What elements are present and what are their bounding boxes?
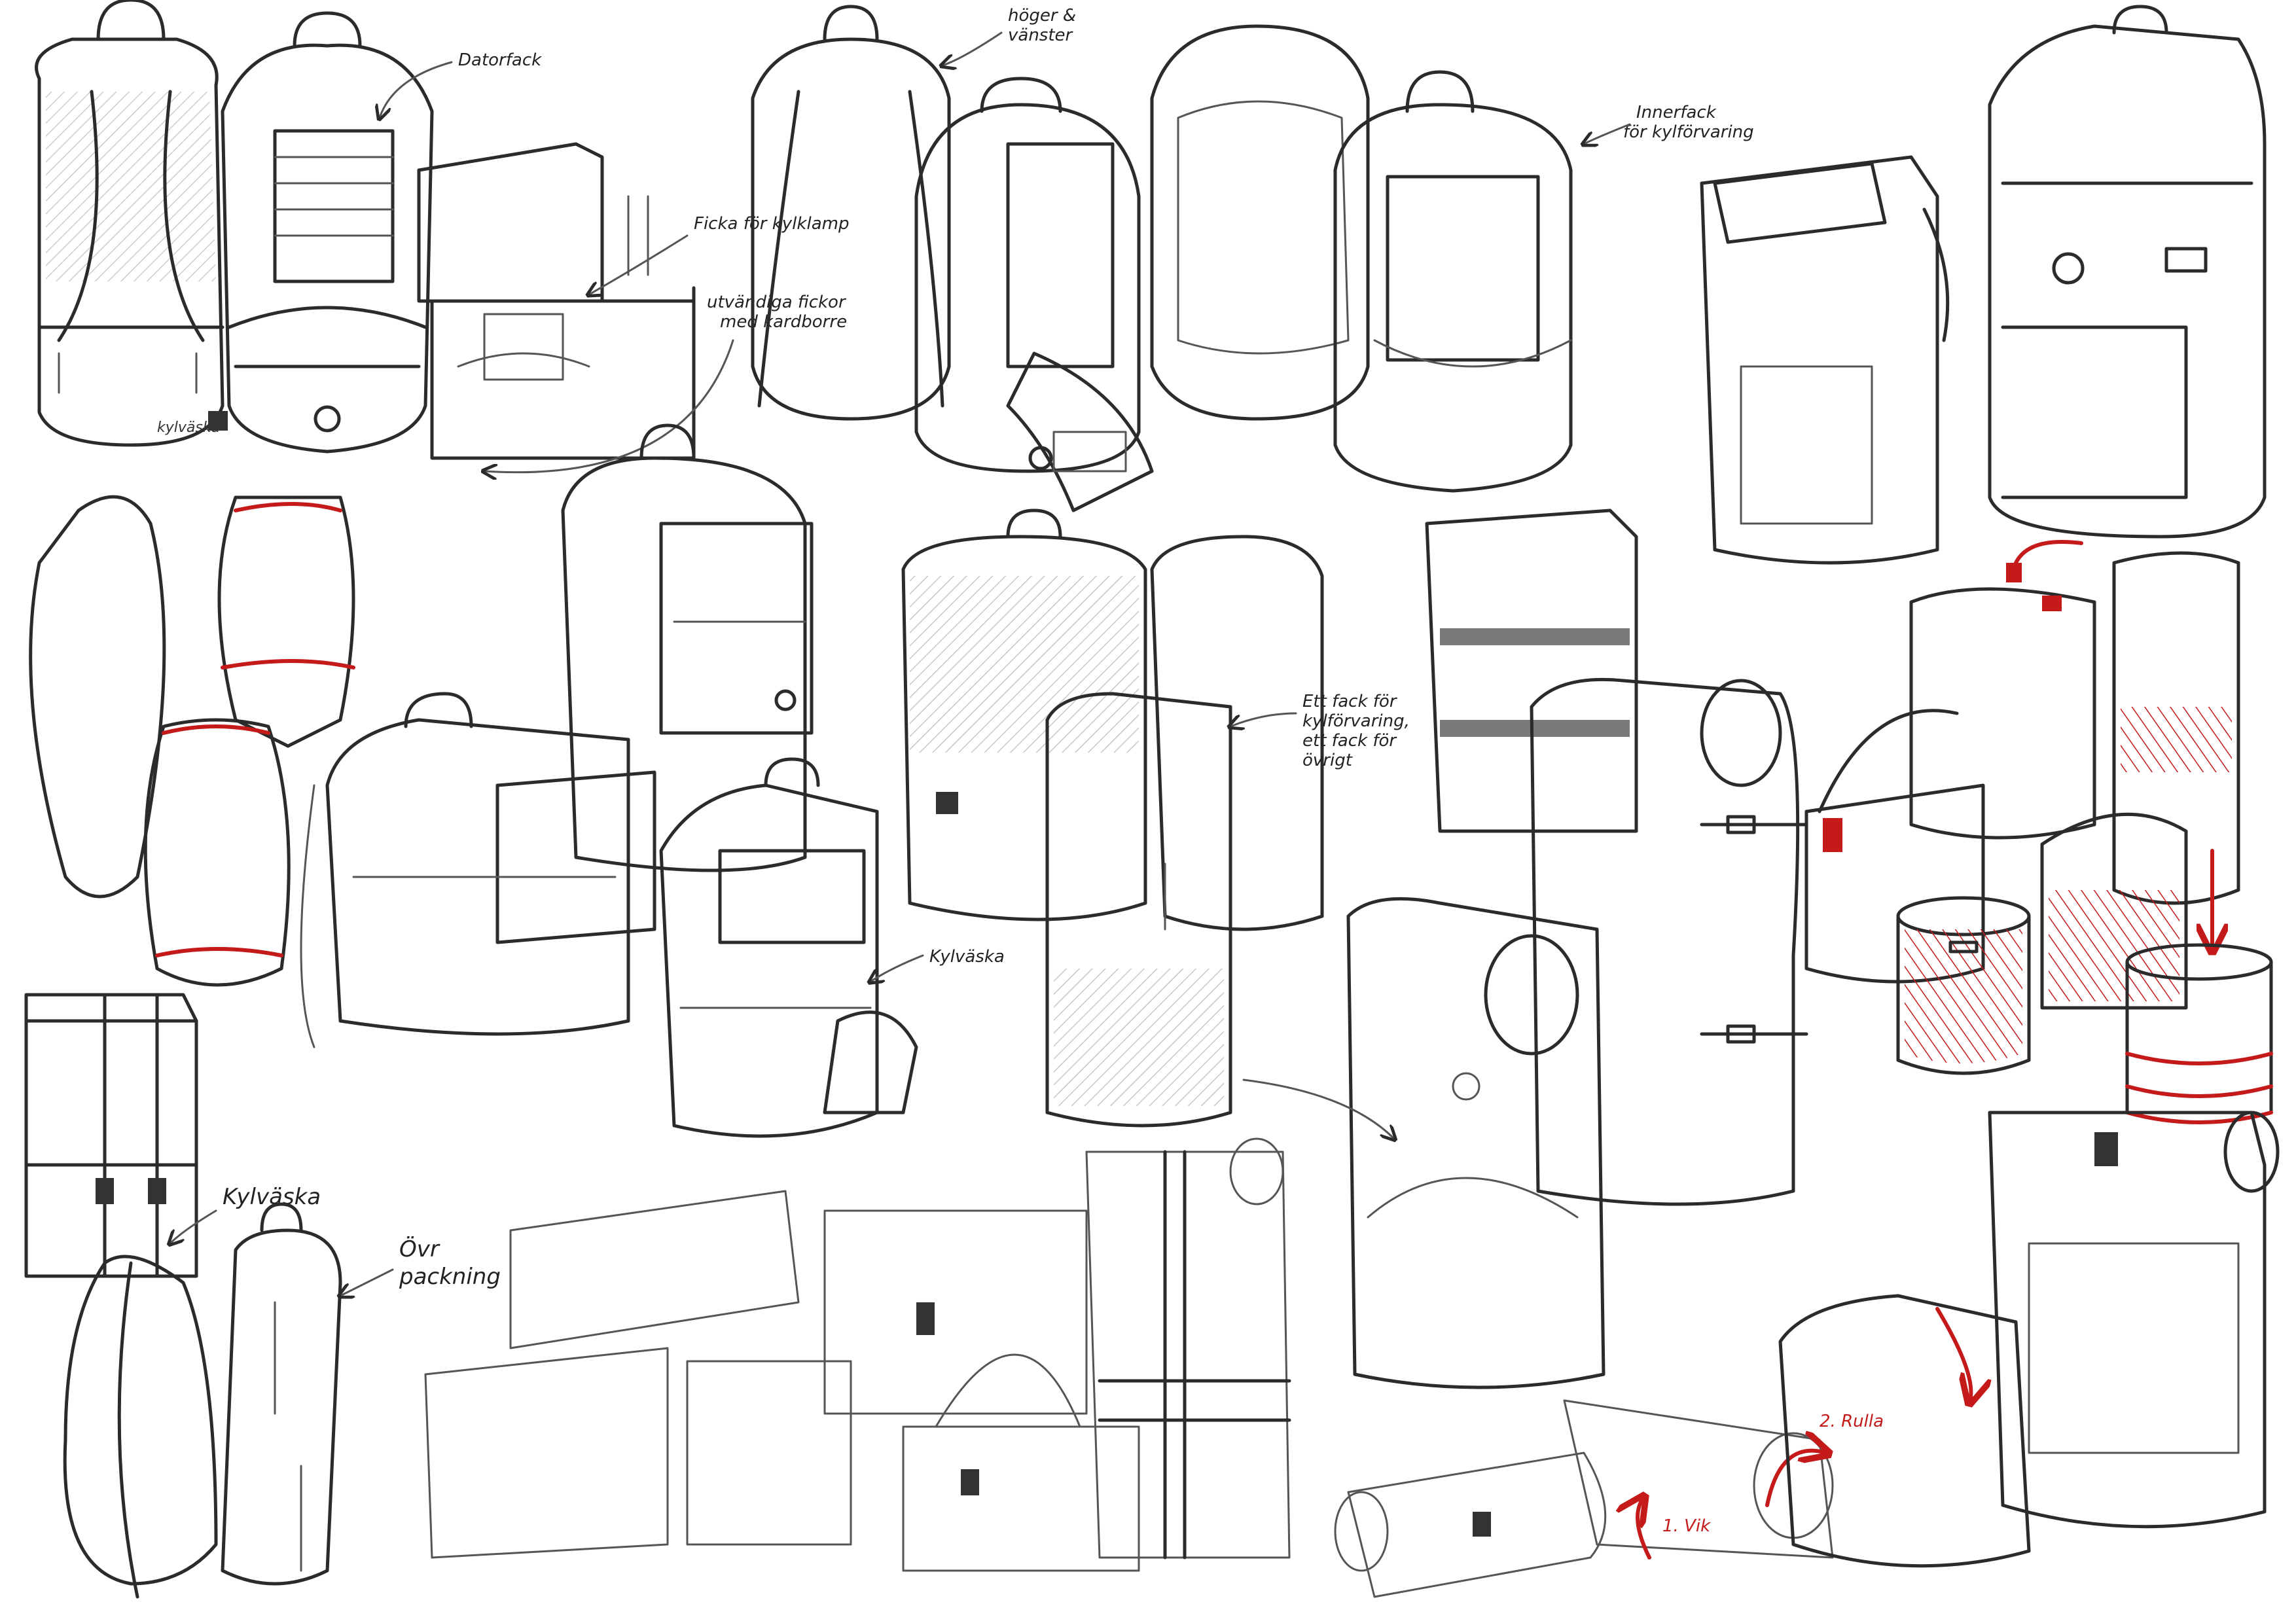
pod-bag-red-2-sketch bbox=[143, 718, 291, 987]
arrow-sides bbox=[942, 31, 1003, 65]
arrow-compartments bbox=[1230, 712, 1297, 726]
note-outer-pockets-2: med kardborre bbox=[720, 312, 847, 332]
box-bag-strap-sketch bbox=[24, 993, 198, 1278]
open-box-backpack-sketch bbox=[300, 692, 656, 1048]
arrow-cooler-left bbox=[170, 1209, 217, 1243]
cylinder-cooler-red-fill-sketch bbox=[1896, 896, 2031, 1075]
roll-demo-left-sketch bbox=[1334, 1452, 1607, 1598]
arrow-drawstring bbox=[1242, 1079, 1394, 1139]
box-bag-handle-sketch bbox=[823, 1209, 1140, 1572]
note-step-roll: 2. Rulla bbox=[1820, 1412, 1884, 1431]
note-compartments-1: Ett fack för bbox=[1302, 692, 1398, 711]
tall-bag-open-top-sketch bbox=[1700, 155, 1950, 565]
tall-backpack-buckle-sketch bbox=[1988, 5, 2267, 539]
backpack-inner-cooler-sketch bbox=[1150, 24, 1370, 421]
note-cooler-bag-mid: Kylväska bbox=[929, 947, 1005, 967]
arrow-cooler-mid bbox=[870, 954, 924, 982]
note-packing-1: Övr bbox=[399, 1236, 440, 1262]
roll-top-backpack-bottom-right-sketch bbox=[1988, 1111, 2280, 1529]
note-inner-2: för kylförvaring bbox=[1623, 122, 1754, 142]
note-outer-pockets-1: utvändiga fickor bbox=[707, 293, 847, 312]
pod-bag-shape-sketch bbox=[29, 495, 166, 899]
cylinder-cooler-red-stripe-sketch bbox=[2112, 551, 2240, 905]
note-compartments-2: kylförvaring, bbox=[1302, 711, 1410, 731]
note-sides-1: höger & bbox=[1008, 6, 1076, 26]
open-cooler-box-sketch bbox=[417, 142, 696, 460]
slim-backpack-1-sketch bbox=[63, 1255, 218, 1599]
arrow-inner bbox=[1584, 123, 1631, 144]
note-step-fold: 1. Vik bbox=[1662, 1516, 1711, 1536]
note-inner-1: Innerfack bbox=[1636, 103, 1717, 122]
fold-demo-backpack-sketch bbox=[1778, 1294, 2031, 1568]
note-laptop-compartment: Datorfack bbox=[458, 50, 542, 70]
arrow-laptop bbox=[380, 61, 453, 118]
note-compartments-4: övrigt bbox=[1302, 751, 1353, 770]
note-packing-2: packning bbox=[399, 1264, 501, 1290]
qr-code-icon-2 bbox=[936, 792, 958, 814]
backpack-open-flap-sketch bbox=[914, 77, 1154, 512]
arrow-outer-pockets bbox=[484, 339, 734, 473]
roll-top-bag-drawstring-sketch bbox=[1346, 897, 1605, 1389]
note-compartments-3: ett fack för bbox=[1302, 731, 1397, 751]
cylinder-cooler-red-handle-sketch bbox=[1909, 540, 2096, 840]
arrow-packing bbox=[340, 1268, 394, 1296]
backpack-with-cooler-sketch bbox=[659, 757, 918, 1138]
backpack-laptop-compartment-sketch: kylväska bbox=[157, 11, 434, 454]
dual-compartment-backpack-sketch bbox=[1045, 535, 1324, 1128]
roll-top-backpack-sketch bbox=[1530, 677, 1808, 1206]
slim-backpack-2-sketch bbox=[221, 1202, 342, 1586]
box-cooler-band-sketch bbox=[1425, 508, 1638, 833]
foldable-backpack-sketch bbox=[561, 423, 814, 872]
box-bag-stack-sketch bbox=[424, 1190, 852, 1559]
pod-bag-red-1-sketch bbox=[217, 495, 355, 748]
qr-code-icon bbox=[208, 411, 228, 431]
tall-roll-top-banded-sketch bbox=[1085, 1137, 1291, 1560]
backpack-mesh-back-sketch bbox=[901, 508, 1147, 921]
note-sides-2: vänster bbox=[1008, 26, 1074, 45]
arrow-lamp-pocket bbox=[589, 234, 689, 294]
backpack-back-view-2-sketch bbox=[751, 5, 951, 421]
backpack-inner-cooler-2-sketch bbox=[1333, 70, 1573, 493]
note-lamp-pocket: Ficka för kylklamp bbox=[694, 214, 849, 234]
backpack-back-view-sketch bbox=[35, 0, 224, 447]
